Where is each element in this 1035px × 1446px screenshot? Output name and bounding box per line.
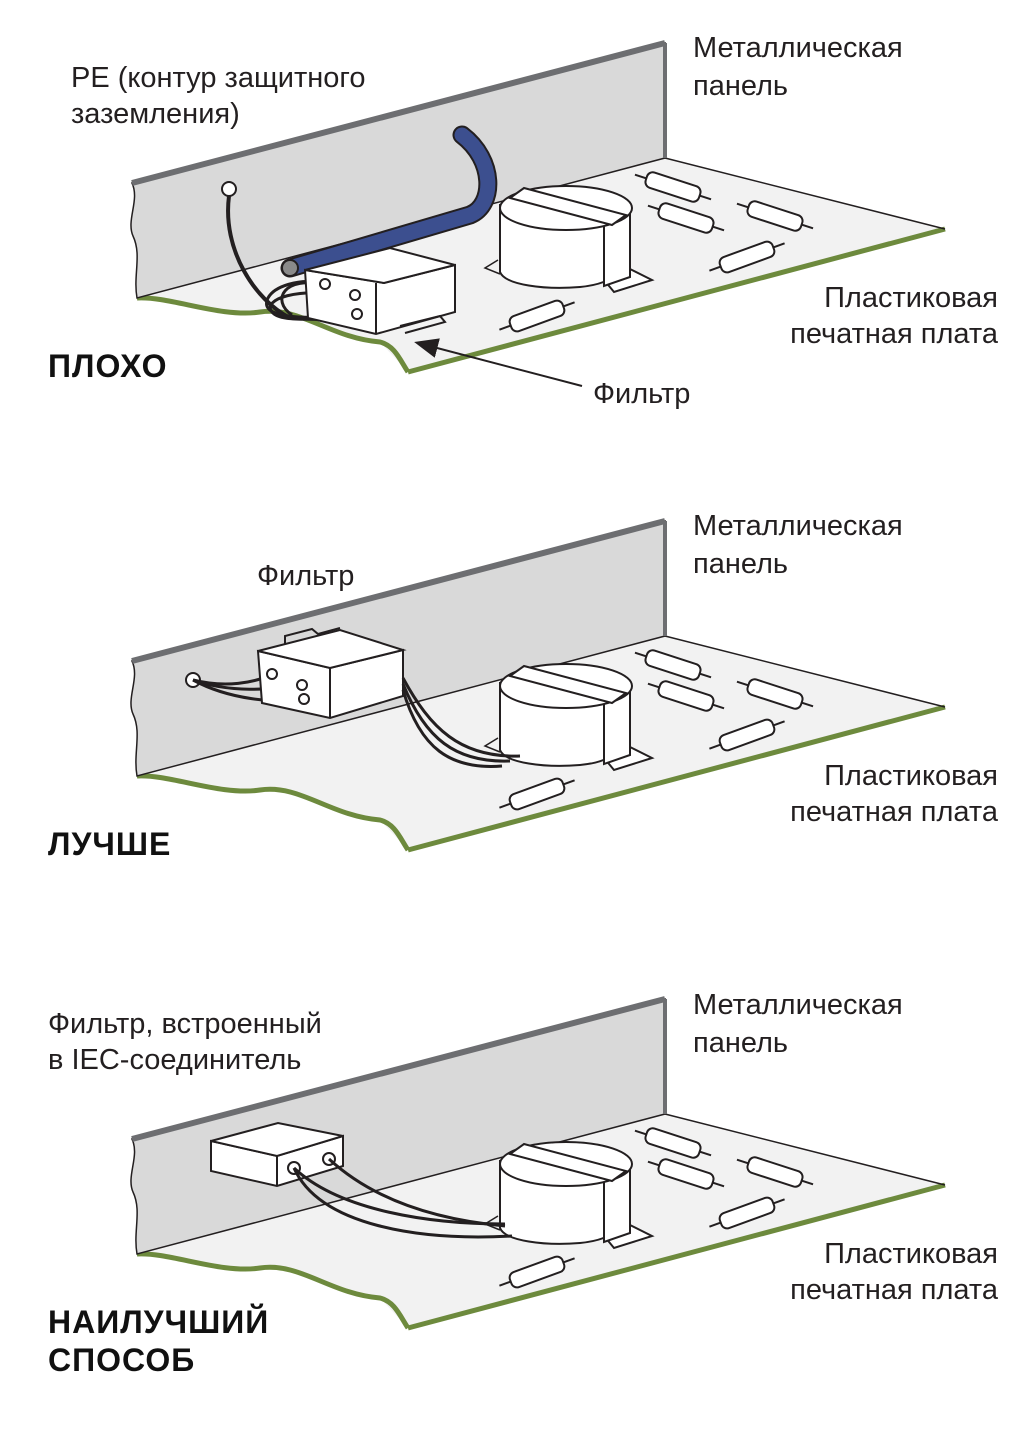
board-label-line1: Пластиковая — [824, 282, 998, 314]
board-label-line2: печатная плата — [790, 318, 998, 350]
panel-label-line2: панель — [693, 548, 789, 580]
arrow — [414, 338, 583, 387]
pe-stud — [221, 181, 237, 197]
filter-box — [256, 627, 407, 720]
pe-wire — [226, 195, 291, 320]
pe-label-line2: заземления) — [71, 98, 240, 130]
panel-label-line2: панель — [693, 1027, 789, 1059]
scene-best — [131, 999, 945, 1328]
panel-label-line1: Металлическая — [693, 32, 903, 64]
filter-label: Фильтр — [257, 560, 355, 592]
panel-label-line2: панель — [693, 70, 789, 102]
filter-box — [303, 246, 456, 336]
iec-filter-label-line2: в IEC-соединитель — [48, 1044, 302, 1076]
filter-box — [210, 1121, 344, 1188]
board-label-line2: печатная плата — [790, 796, 998, 828]
board-label-line1: Пластиковая — [824, 760, 998, 792]
panel-label-line1: Металлическая — [693, 510, 903, 542]
iec-filter-label-line1: Фильтр, встроенный — [48, 1008, 322, 1040]
pe-label-line1: PE (контур защитного — [71, 62, 366, 94]
scene-better — [131, 521, 945, 850]
verdict-better: ЛУЧШЕ — [48, 826, 172, 862]
board-label-line2: печатная плата — [790, 1274, 998, 1306]
board-label-line1: Пластиковая — [824, 1238, 998, 1270]
scene-bad — [131, 43, 945, 387]
verdict-best-line1: НАИЛУЧШИЙ — [48, 1304, 270, 1340]
verdict-bad: ПЛОХО — [48, 348, 168, 384]
verdict-best-line2: СПОСОБ — [48, 1342, 196, 1378]
filter-label: Фильтр — [593, 378, 691, 410]
panel-label-line1: Металлическая — [693, 989, 903, 1021]
